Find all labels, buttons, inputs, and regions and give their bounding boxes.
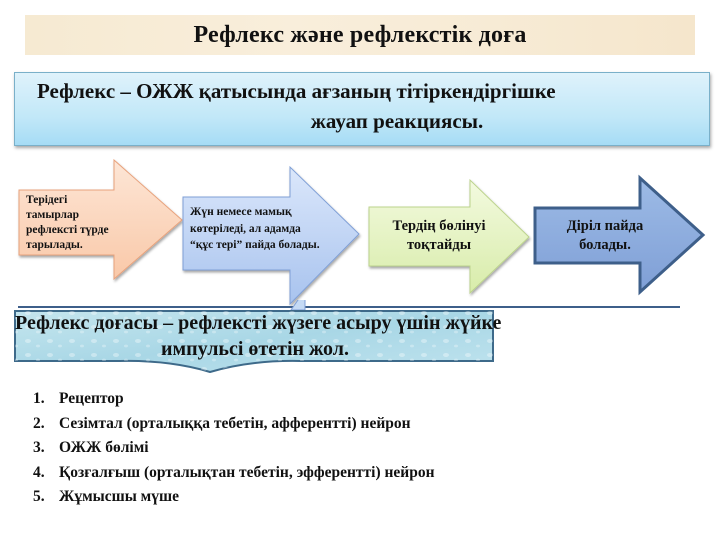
arrow-2-text: Жүн немесе мамық көтеріледі, ал адамда “… [190,206,320,252]
arrow-3-shape [368,178,530,295]
reflex-arc-line-1: Рефлекс доғасы – рефлексті жүзеге асыру … [15,312,502,334]
reflex-arc-callout [14,300,494,374]
list-item: 3.ОЖЖ бөлімі [33,439,149,456]
list-item: 2.Сезімтал (орталыққа тебетін, афферентт… [33,414,411,432]
process-arrows [18,158,706,308]
arrow-3-text: Тердің бөлінуі тоқтайды [392,218,486,253]
arrow-1-text: Терідегі тамырлар рефлексті түрде тарыла… [26,194,109,251]
title-banner: Рефлекс және рефлекстік доға [25,15,695,55]
list-item: 5.Жұмысшы мүше [33,488,179,505]
definition-line-1: Рефлекс – ОЖЖ қатысында ағзаның тітіркен… [37,79,556,103]
page-title: Рефлекс және рефлекстік доға [193,21,527,48]
arrow-4-text: Діріл пайда болады. [566,218,644,253]
definition-box: Рефлекс – ОЖЖ қатысында ағзаның тітіркен… [14,72,710,146]
list-item: 1.Рецептор [33,390,124,407]
arrow-4-shape [533,174,706,296]
arrow-1-shape [18,158,183,281]
arc-components-list: 1.Рецептор 2.Сезімтал (орталыққа тебетін… [33,387,435,510]
definition-line-2: жауап реакциясы. [310,109,484,133]
arrow-2-shape [182,165,360,306]
reflex-arc-line-2: импульсі өтетін жол. [161,338,349,360]
list-item: 4.Қозғалғыш (орталықтан тебетін, эфферен… [33,463,435,481]
